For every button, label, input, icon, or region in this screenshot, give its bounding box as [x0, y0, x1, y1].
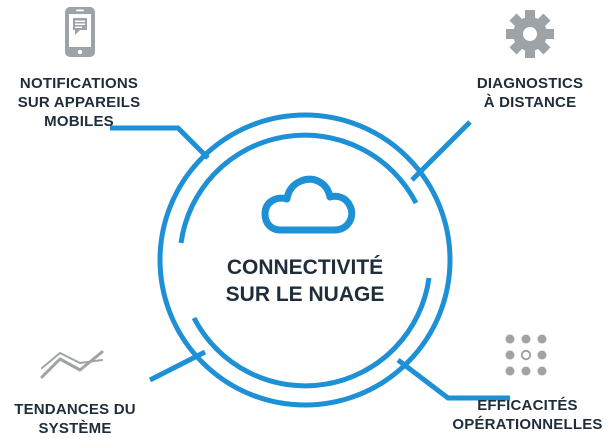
label-line: EFFICACITÉS: [477, 397, 578, 414]
center-title: CONNECTIVITÉ SUR LE NUAGE: [205, 254, 405, 308]
label-line: DIAGNOSTICS: [476, 75, 584, 92]
trend-line-icon: [40, 350, 104, 379]
gear-icon: [506, 10, 554, 58]
connector-bottom-right: [396, 358, 510, 401]
label-remote-diagnostics: DIAGNOSTICS À DISTANCE: [452, 74, 608, 112]
center-title-line1: CONNECTIVITÉ: [226, 256, 384, 279]
connector-bottom-left: [148, 349, 207, 383]
inner-arc-upper: [178, 132, 419, 244]
label-line: SYSTÈME: [38, 420, 112, 437]
label-line: NOTIFICATIONS: [19, 75, 139, 92]
outer-ring: [157, 112, 453, 408]
connector-top-left: [110, 125, 210, 160]
label-line: TENDANCES DU: [14, 401, 136, 418]
mobile-phone-icon: [65, 7, 95, 57]
label-operational-efficiencies: EFFICACITÉS OPÉRATIONNELLES: [445, 396, 610, 434]
inner-arc-lower: [191, 277, 432, 389]
label-line: À DISTANCE: [483, 94, 577, 111]
label-system-trends: TENDANCES DU SYSTÈME: [0, 400, 150, 438]
label-mobile-notifications: NOTIFICATIONS SUR APPAREILS MOBILES: [0, 74, 158, 131]
cloud-icon: [261, 175, 356, 234]
label-line: SUR APPAREILS: [17, 94, 141, 111]
connector-top-right: [410, 120, 472, 182]
dot-grid-icon: [505, 334, 547, 376]
center-title-line2: SUR LE NUAGE: [225, 283, 385, 306]
label-line: OPÉRATIONNELLES: [452, 416, 603, 433]
label-line: MOBILES: [44, 113, 114, 130]
